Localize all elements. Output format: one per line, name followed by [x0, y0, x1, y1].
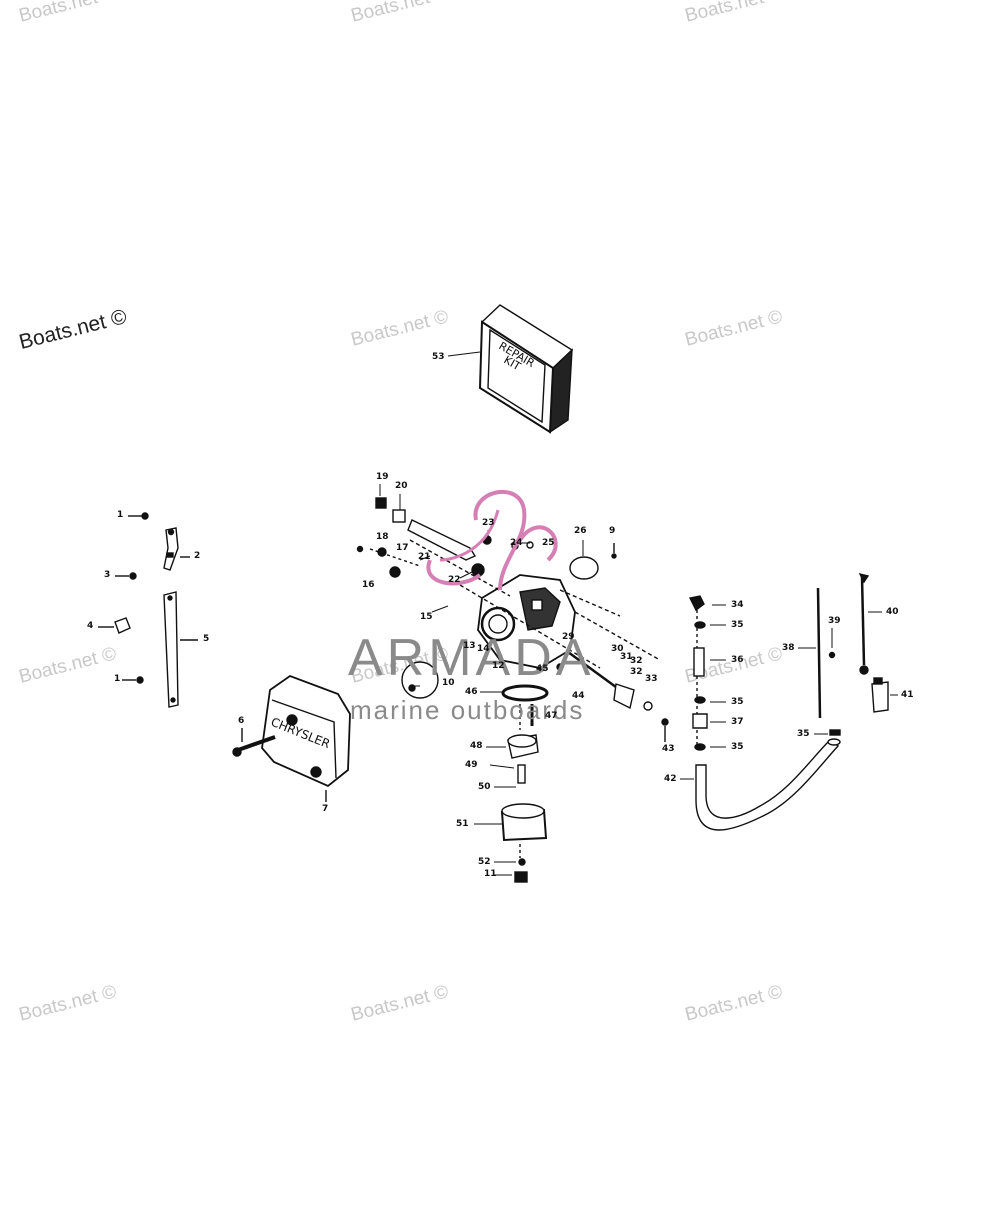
callout-21: 21 — [418, 552, 431, 562]
callout-15: 15 — [420, 612, 433, 622]
callout-1: 1 — [117, 510, 124, 520]
carburetor-body — [409, 539, 661, 669]
welch-plug — [569, 543, 617, 580]
callout-35: 35 — [731, 620, 744, 630]
callout-48: 48 — [470, 741, 483, 751]
callout-41: 41 — [901, 690, 914, 700]
callout-22: 22 — [448, 575, 461, 585]
callout-12: 12 — [492, 661, 505, 671]
callout-11: 11 — [484, 869, 497, 879]
callout-35d: 35 — [797, 729, 810, 739]
callout-3: 3 — [104, 570, 111, 580]
callout-36: 36 — [731, 655, 744, 665]
callout-37: 37 — [731, 717, 744, 727]
callout-46: 46 — [465, 687, 478, 697]
callout-14: 14 — [477, 644, 490, 654]
callout-40: 40 — [886, 607, 899, 617]
callout-26: 26 — [574, 526, 587, 536]
callout-16: 16 — [362, 580, 375, 590]
callout-23: 23 — [482, 518, 495, 528]
callout-42: 42 — [664, 774, 677, 784]
callout-43: 43 — [662, 744, 675, 754]
callout-30: 30 — [611, 644, 624, 654]
throttle-shaft-parts — [556, 650, 669, 742]
choke-shaft-parts — [356, 497, 534, 578]
callout-18: 18 — [376, 532, 389, 542]
callout-35b: 35 — [731, 697, 744, 707]
callout-25: 25 — [542, 538, 555, 548]
callout-47: 47 — [545, 711, 558, 721]
callout-19: 19 — [376, 472, 389, 482]
callout-44: 44 — [572, 691, 585, 701]
callout-32: 32 — [630, 656, 643, 666]
float-bowl-parts — [500, 684, 549, 883]
throttle-linkage — [98, 512, 198, 708]
callout-10: 10 — [442, 678, 455, 688]
callout-24: 24 — [510, 538, 523, 548]
leader-lines — [379, 351, 898, 876]
callout-45: 45 — [536, 664, 549, 674]
callout-50: 50 — [478, 782, 491, 792]
callout-1b: 1 — [114, 674, 121, 684]
callout-6: 6 — [238, 716, 245, 726]
air-silencer-cover: CHRYSLER — [232, 674, 351, 802]
callout-35c: 35 — [731, 742, 744, 752]
callout-7: 7 — [322, 804, 329, 814]
callout-31: 31 — [620, 652, 633, 662]
callout-33: 33 — [645, 674, 658, 684]
callout-17: 17 — [396, 543, 409, 553]
callout-39: 39 — [828, 616, 841, 626]
callout-9: 9 — [609, 526, 616, 536]
callout-29: 29 — [562, 632, 575, 642]
armada-logo-subtitle: marine outboards — [350, 695, 585, 725]
callout-5: 5 — [203, 634, 210, 644]
callout-4: 4 — [87, 621, 94, 631]
armada-logo-title: ARMADA — [348, 629, 595, 687]
callout-38: 38 — [782, 643, 795, 653]
gasket — [401, 661, 439, 699]
callout-20: 20 — [395, 481, 408, 491]
callout-49: 49 — [465, 760, 478, 770]
callout-34: 34 — [731, 600, 744, 610]
choke-rods — [816, 572, 889, 719]
callout-2: 2 — [194, 551, 201, 561]
callout-52: 52 — [478, 857, 491, 867]
repair-kit-box: REPAIR KIT — [478, 304, 574, 434]
callout-32b: 32 — [630, 667, 643, 677]
callout-13: 13 — [463, 641, 476, 651]
callout-53: 53 — [432, 352, 445, 362]
armada-logo-mark — [426, 490, 558, 591]
fuel-line-fittings — [688, 595, 841, 831]
callout-51: 51 — [456, 819, 469, 829]
